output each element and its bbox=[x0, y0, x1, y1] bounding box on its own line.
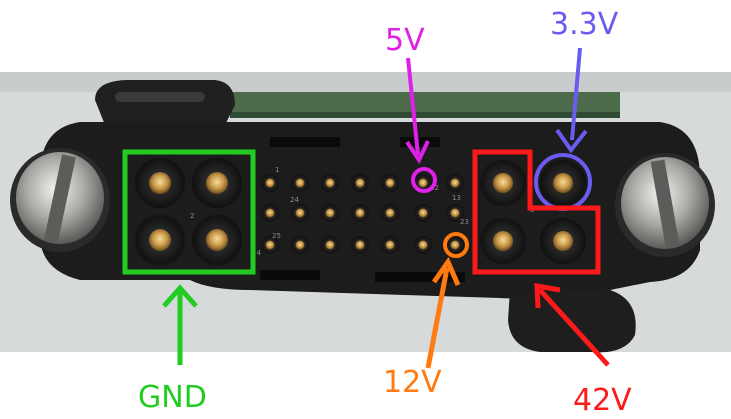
three-three-v-label: 3.3V bbox=[550, 7, 619, 42]
left-screw bbox=[10, 148, 110, 252]
signal-pin bbox=[265, 240, 275, 250]
signal-pin bbox=[450, 178, 460, 188]
signal-pin bbox=[450, 240, 460, 250]
right-power-pins bbox=[480, 160, 586, 264]
three-three-v-arrow bbox=[570, 47, 582, 141]
key-slot bbox=[375, 272, 465, 282]
signal-pin bbox=[450, 208, 460, 218]
signal-pin bbox=[265, 208, 275, 218]
pin-number: 25 bbox=[272, 232, 281, 240]
gnd-label: GND bbox=[138, 380, 207, 415]
twelve-v-pin-marker bbox=[443, 232, 469, 258]
five-v-arrow bbox=[406, 57, 420, 156]
pin-number: 13 bbox=[452, 194, 461, 202]
twelve-v-label: 12V bbox=[383, 365, 442, 400]
gnd-highlight-box bbox=[122, 149, 256, 275]
signal-pin bbox=[385, 240, 395, 250]
signal-pin bbox=[355, 208, 365, 218]
signal-pin bbox=[418, 208, 428, 218]
signal-pin bbox=[418, 240, 428, 250]
pin-number: 24 bbox=[290, 196, 299, 204]
signal-pin bbox=[295, 208, 305, 218]
bottom-latch bbox=[508, 290, 636, 353]
signal-pin bbox=[325, 240, 335, 250]
five-v-label: 5V bbox=[385, 23, 425, 58]
signal-pin bbox=[265, 178, 275, 188]
twelve-v-arrow bbox=[425, 267, 450, 369]
top-latch bbox=[95, 80, 235, 125]
signal-pin bbox=[385, 208, 395, 218]
pin-number: 1 bbox=[275, 166, 279, 174]
signal-pin bbox=[355, 178, 365, 188]
signal-pin bbox=[355, 240, 365, 250]
key-slot bbox=[260, 270, 320, 280]
forty-two-v-label: 42V bbox=[573, 383, 632, 418]
pin-number: 12 bbox=[430, 184, 439, 192]
signal-pin bbox=[325, 208, 335, 218]
key-slot bbox=[270, 137, 340, 147]
right-screw bbox=[615, 153, 715, 257]
gnd-power-pins bbox=[135, 158, 242, 265]
pin-number: 2 bbox=[190, 212, 194, 220]
forty-two-v-arrow bbox=[538, 288, 610, 367]
five-v-pin-marker bbox=[411, 167, 437, 193]
pin-number: 24 bbox=[252, 249, 261, 257]
signal-pin bbox=[385, 178, 395, 188]
signal-pin bbox=[418, 178, 428, 188]
signal-pin-grid bbox=[261, 174, 464, 254]
signal-pin bbox=[325, 178, 335, 188]
pin-number: 23 bbox=[460, 218, 469, 226]
key-slot bbox=[400, 137, 440, 147]
signal-pin bbox=[295, 178, 305, 188]
signal-pin bbox=[295, 240, 305, 250]
forty-two-v-highlight-box bbox=[472, 149, 601, 275]
